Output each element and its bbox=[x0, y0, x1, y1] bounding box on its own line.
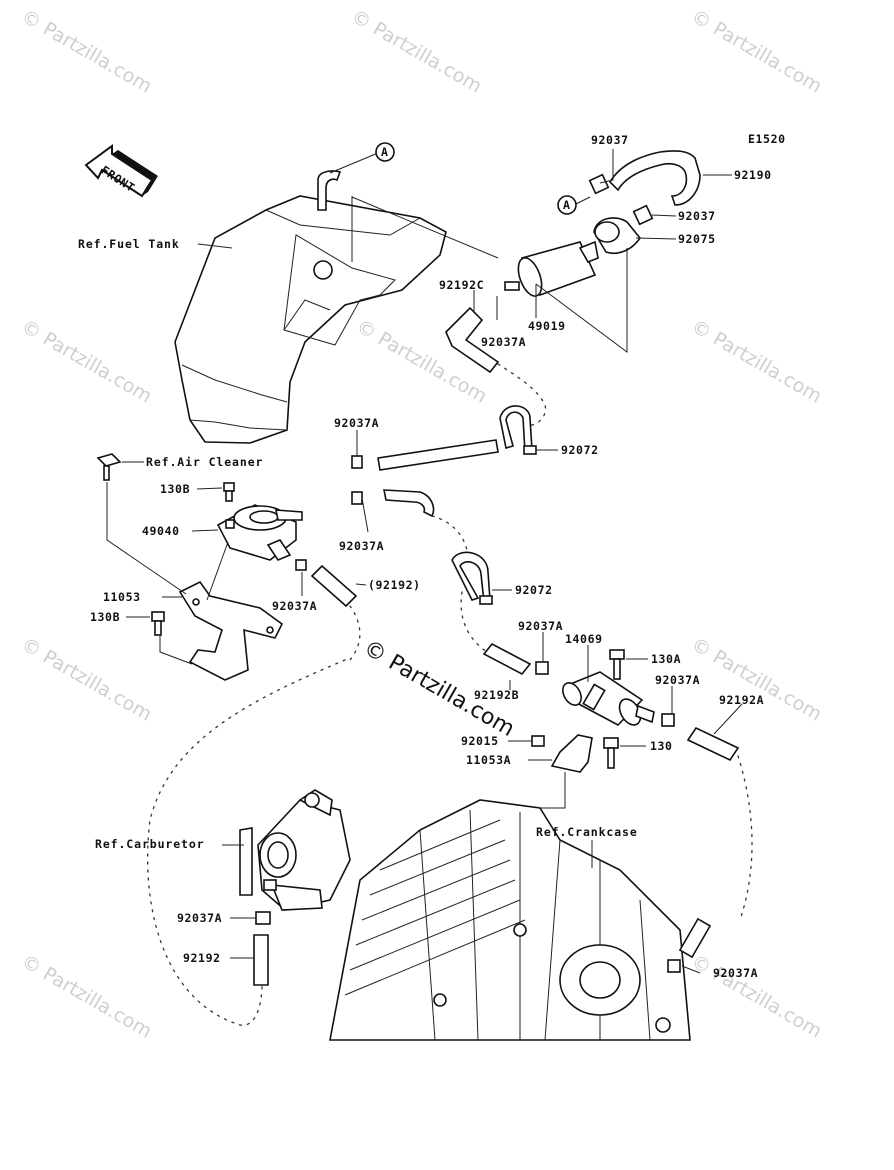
upper-fuel-line bbox=[445, 150, 701, 426]
label-11053: 11053 bbox=[103, 590, 141, 604]
hose-92192-short bbox=[310, 564, 358, 608]
callout-a-top: A bbox=[375, 142, 395, 162]
watermark-text: © Partzilla.com bbox=[18, 315, 156, 407]
bolt-130 bbox=[603, 737, 619, 769]
front-arrow-icon: FRONT bbox=[84, 144, 158, 198]
label-92072: 92072 bbox=[561, 443, 599, 457]
clamp-92037a-center bbox=[535, 661, 549, 675]
clamp-92037a-carb bbox=[255, 911, 271, 925]
label-130b: 130B bbox=[160, 482, 190, 496]
diagram-code: E1520 bbox=[748, 132, 786, 146]
label-92037: 92037 bbox=[678, 209, 716, 223]
svg-text:A: A bbox=[563, 198, 571, 212]
watermark-text: © Partzilla.com bbox=[18, 5, 156, 97]
label-92190: 92190 bbox=[734, 168, 772, 182]
label-130a: 130A bbox=[651, 652, 681, 666]
watermark-text: © Partzilla.com bbox=[18, 633, 156, 725]
part-labels: 92037 92190 92037 92075 92192C 49019 920… bbox=[90, 133, 772, 980]
air-cleaner-bolt-icon bbox=[96, 453, 122, 481]
clamp-92072-upper bbox=[499, 405, 537, 455]
label-92037a: 92037A bbox=[481, 335, 526, 349]
label-92037a: 92037A bbox=[339, 539, 384, 553]
bracket-11053 bbox=[106, 482, 284, 681]
watermark-text: © Partzilla.com bbox=[688, 5, 826, 97]
label-11053a: 11053A bbox=[466, 753, 511, 767]
bolt-130b-lower bbox=[151, 611, 193, 665]
watermark-text: © Partzilla.com bbox=[688, 315, 826, 407]
label-92037a: 92037A bbox=[177, 911, 222, 925]
label-49040: 49040 bbox=[142, 524, 180, 538]
hose-92192 bbox=[253, 934, 269, 986]
label-92192c: 92192C bbox=[439, 278, 484, 292]
clamp-92037a-right bbox=[661, 713, 675, 727]
label-92037a: 92037A bbox=[272, 599, 317, 613]
label-130b: 130B bbox=[90, 610, 120, 624]
fuel-pump-49040 bbox=[216, 504, 303, 561]
label-92037a: 92037A bbox=[713, 966, 758, 980]
ref-air-cleaner-label: Ref.Air Cleaner bbox=[146, 455, 263, 469]
bolt-130b-upper bbox=[223, 482, 235, 502]
ref-fuel-tank-label: Ref.Fuel Tank bbox=[78, 237, 180, 251]
clamp-92037a-pump-right bbox=[351, 491, 363, 505]
label-92075: 92075 bbox=[678, 232, 716, 246]
label-92037a: 92037A bbox=[518, 619, 563, 633]
label-92037a: 92037A bbox=[334, 416, 379, 430]
label-130: 130 bbox=[650, 739, 673, 753]
label-92192b: 92192B bbox=[474, 688, 519, 702]
watermark-text: © Partzilla.com bbox=[18, 950, 156, 1042]
carburetor-drawing bbox=[239, 789, 351, 911]
bolt-130a bbox=[609, 649, 625, 680]
crankcase-drawing bbox=[329, 799, 712, 1041]
clamp-92037a-pump bbox=[295, 559, 307, 571]
watermark-text: © Partzilla.com bbox=[688, 633, 826, 725]
bracket-11053a bbox=[478, 734, 593, 809]
label-92015: 92015 bbox=[461, 734, 499, 748]
label-92037: 92037 bbox=[591, 133, 629, 147]
label-92192a: 92192A bbox=[719, 693, 764, 707]
svg-text:A: A bbox=[381, 145, 389, 159]
ref-carburetor-label: Ref.Carburetor bbox=[95, 837, 205, 851]
label-92037a: 92037A bbox=[655, 673, 700, 687]
fuel-filter-14069 bbox=[562, 671, 655, 726]
hose-92192a bbox=[686, 726, 740, 762]
clamp-92072-lower bbox=[451, 551, 493, 605]
label-14069: 14069 bbox=[565, 632, 603, 646]
ref-crankcase-label: Ref.Crankcase bbox=[536, 825, 638, 839]
hose-92192b bbox=[482, 642, 532, 676]
fuel-tank-drawing bbox=[174, 152, 499, 444]
leader-lines bbox=[126, 149, 743, 959]
watermark-text: © Partzilla.com bbox=[348, 5, 486, 97]
watermark-text: © Partzilla.com bbox=[688, 950, 826, 1042]
label-92192: 92192 bbox=[183, 951, 221, 965]
clamp-92037a bbox=[351, 455, 363, 469]
label-92192-paren: (92192) bbox=[368, 578, 421, 592]
hose-upper bbox=[377, 439, 499, 471]
label-49019: 49019 bbox=[528, 319, 566, 333]
label-92072: 92072 bbox=[515, 583, 553, 597]
reference-labels: Ref.Fuel Tank Ref.Air Cleaner Ref.Carbur… bbox=[78, 237, 638, 851]
hose-pump-right bbox=[383, 489, 435, 518]
callout-a-right: A bbox=[557, 195, 577, 215]
